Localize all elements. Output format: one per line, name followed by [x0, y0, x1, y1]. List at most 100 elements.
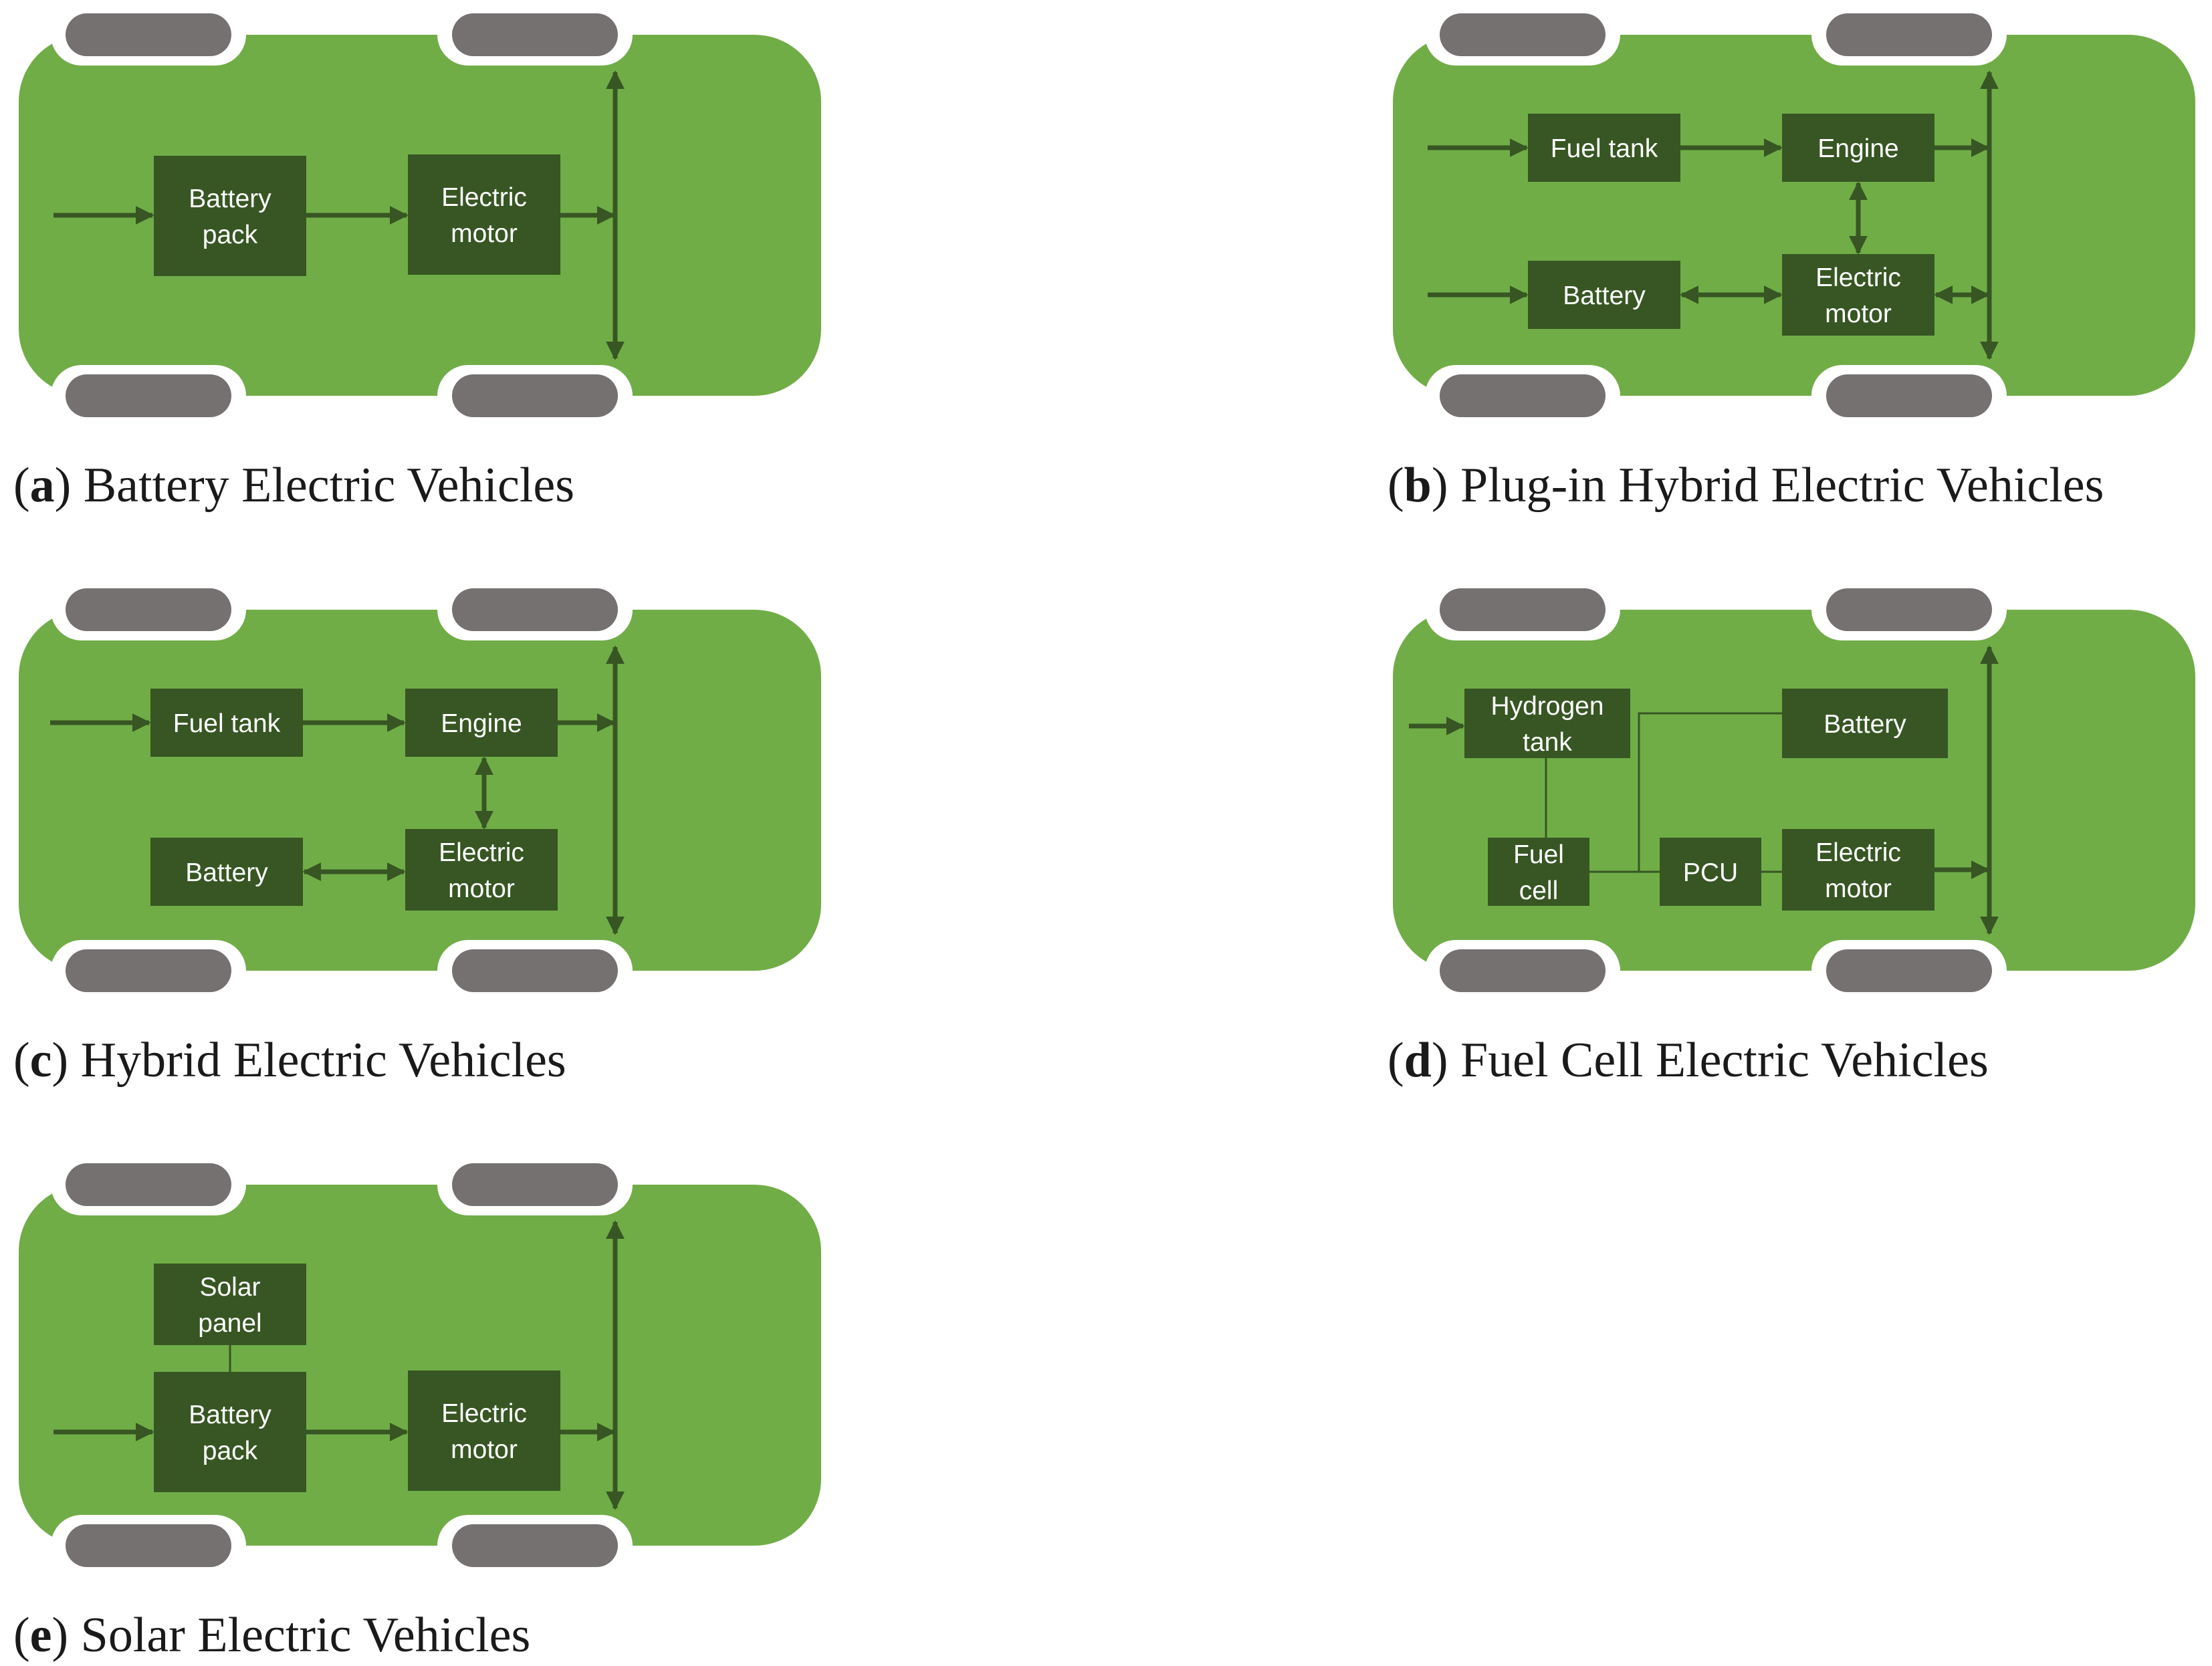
car-body: [1393, 610, 2195, 971]
component-block: Battery pack: [154, 156, 306, 276]
component-box: [1488, 838, 1589, 906]
component-label: motor: [448, 874, 515, 903]
component-block: Electric motor: [1782, 254, 1934, 336]
component-block: Battery pack: [154, 1372, 306, 1492]
wheel: [1440, 949, 1606, 992]
component-box: [1782, 689, 1948, 758]
car-body: [19, 610, 821, 971]
component-label: Battery: [189, 1401, 271, 1429]
component-label: pack: [203, 1437, 258, 1465]
component-label: motor: [1825, 874, 1892, 903]
connector-line: [1638, 712, 1782, 872]
component-label: pack: [203, 221, 258, 249]
component-label: Engine: [1817, 134, 1898, 163]
panel-caption: (e) Solar Electric Vehicles: [13, 1608, 530, 1663]
component-label: Battery: [189, 185, 271, 213]
wheel: [452, 13, 618, 56]
wheel: [66, 13, 231, 56]
caption-letter: b: [1404, 458, 1432, 513]
panel-caption: (d) Fuel Cell Electric Vehicles: [1388, 1033, 1989, 1088]
component-box: [150, 689, 303, 757]
caption-letter: c: [30, 1033, 52, 1088]
component-box: [1660, 838, 1761, 906]
caption-paren-close: ): [1432, 458, 1460, 513]
component-box: [408, 1371, 560, 1491]
caption-paren-open: (: [1388, 458, 1404, 513]
component-box: [1528, 114, 1680, 182]
component-box: [1528, 261, 1680, 329]
caption-paren-open: (: [13, 458, 30, 513]
component-label: Electric: [441, 183, 527, 212]
wheel: [452, 588, 618, 631]
wheel: [66, 374, 231, 417]
component-label: motor: [1825, 300, 1892, 328]
component-box: [405, 829, 558, 911]
caption-paren-close: ): [52, 1033, 81, 1088]
component-label: Solar: [199, 1273, 260, 1302]
component-label: panel: [198, 1309, 261, 1338]
car-body: [19, 1185, 821, 1546]
wheel: [452, 374, 618, 417]
component-block: Fuel tank: [150, 689, 303, 757]
caption-title: Battery Electric Vehicles: [84, 458, 574, 513]
caption-title: Plug-in Hybrid Electric Vehicles: [1460, 458, 2104, 513]
component-block: Battery: [150, 838, 303, 906]
caption-letter: e: [30, 1608, 52, 1663]
panel-a: Battery pack Electric motor (a) Battery Elec…: [13, 1, 821, 513]
component-label: Fuel tank: [173, 709, 281, 738]
wheel: [1826, 588, 1992, 631]
component-label: tank: [1523, 728, 1572, 757]
caption-paren-close: ): [55, 458, 84, 513]
wheel: [1440, 13, 1606, 56]
component-box: [405, 689, 558, 757]
component-block: Hydrogen tank: [1464, 689, 1630, 758]
wheel: [1826, 949, 1992, 992]
component-block: Battery: [1528, 261, 1680, 329]
caption-title: Fuel Cell Electric Vehicles: [1460, 1033, 1989, 1088]
component-block: Electric motor: [408, 154, 560, 275]
component-label: motor: [451, 219, 518, 248]
component-label: Battery: [185, 858, 268, 887]
component-label: Electric: [1815, 838, 1901, 867]
component-label: Electric: [441, 1399, 527, 1428]
component-block: Solar panel: [154, 1264, 306, 1345]
component-label: PCU: [1683, 858, 1738, 887]
component-block: Engine: [405, 689, 558, 757]
component-label: Fuel: [1513, 840, 1564, 869]
component-label: Battery: [1823, 710, 1906, 739]
component-box: [1782, 114, 1934, 182]
component-label: Engine: [441, 709, 522, 738]
component-box: [408, 154, 560, 275]
wheel: [452, 949, 618, 992]
wheel: [452, 1524, 618, 1567]
caption-letter: d: [1404, 1033, 1432, 1088]
component-label: Hydrogen: [1490, 692, 1603, 721]
wheel: [66, 949, 231, 992]
component-block: Electric motor: [405, 829, 558, 911]
wheel: [66, 1163, 231, 1206]
caption-paren-close: ): [1432, 1033, 1460, 1088]
caption-paren-close: ): [52, 1608, 81, 1663]
caption-paren-open: (: [1388, 1033, 1404, 1088]
component-label: Electric: [439, 838, 524, 867]
car-body: [1393, 35, 2195, 396]
component-block: Electric motor: [1782, 829, 1934, 911]
caption-paren-open: (: [13, 1033, 30, 1088]
component-label: Electric: [1815, 263, 1901, 292]
component-block: Engine: [1782, 114, 1934, 182]
caption-title: Hybrid Electric Vehicles: [81, 1033, 566, 1088]
component-block: Fuel tank: [1528, 114, 1680, 182]
caption-paren-open: (: [13, 1608, 30, 1663]
component-label: cell: [1519, 876, 1559, 905]
component-block: Battery: [1782, 689, 1948, 758]
wheel: [1440, 374, 1606, 417]
component-label: motor: [451, 1435, 518, 1464]
wheel: [1826, 374, 1992, 417]
panel-caption: (a) Battery Electric Vehicles: [13, 458, 574, 513]
component-box: [154, 1372, 306, 1492]
panel-caption: (c) Hybrid Electric Vehicles: [13, 1033, 566, 1088]
